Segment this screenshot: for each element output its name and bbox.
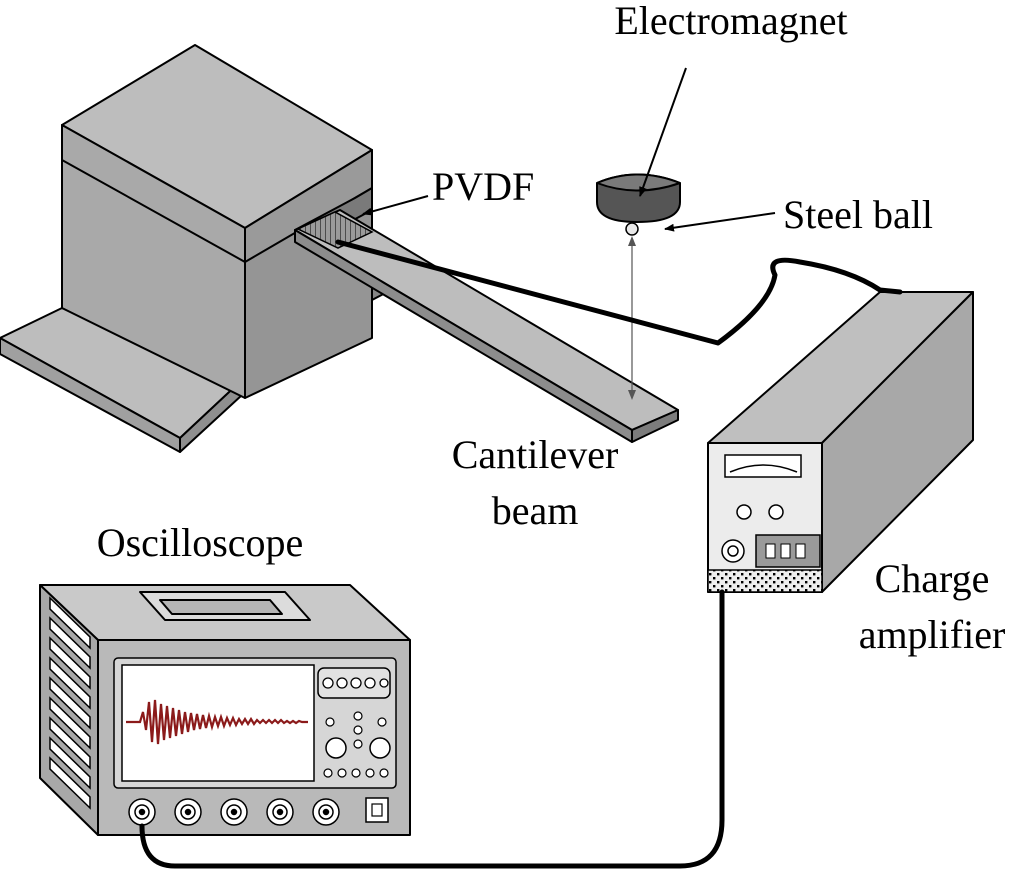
cantilever-beam (294, 209, 679, 443)
amp-switch-3 (795, 543, 806, 559)
scope-button-small (353, 739, 363, 749)
drop-arrow-head-top (628, 236, 636, 246)
label-charge-line1: Charge (875, 556, 990, 601)
amp-display-arc (729, 464, 798, 473)
pvdf-leader (362, 195, 429, 216)
scope-connectors (128, 798, 340, 826)
label-electromagnet: Electromagnet (614, 0, 847, 43)
scope-button-small (337, 768, 347, 778)
label-cantilever-line2: beam (492, 488, 579, 533)
amp-switch-1 (765, 543, 776, 559)
charge-amplifier-icon (707, 291, 974, 593)
scope-button-small (353, 725, 363, 735)
steel-ball-leader (664, 212, 776, 232)
cable-pvdf-to-amplifier (335, 239, 903, 346)
amp-knob-left (736, 504, 752, 520)
pvdf-film (296, 211, 374, 249)
scope-button-small (377, 717, 387, 727)
scope-button-small (323, 768, 333, 778)
scope-button-small (353, 711, 363, 721)
amp-knob-right (768, 504, 784, 520)
amp-switch-2 (780, 543, 791, 559)
scope-button (322, 677, 334, 689)
label-pvdf: PVDF (432, 164, 534, 209)
amp-base (707, 569, 823, 593)
scope-button (364, 677, 376, 689)
electromagnet-icon (596, 173, 681, 223)
label-steel-ball: Steel ball (783, 192, 933, 237)
cable-amplifier-to-scope (139, 589, 725, 869)
scope-handle-slot (159, 599, 283, 615)
scope-button-small (325, 717, 335, 727)
label-oscilloscope: Oscilloscope (97, 520, 304, 565)
label-cantilever-line1: Cantilever (452, 432, 619, 477)
oscilloscope-icon (39, 584, 411, 836)
scope-knob (325, 737, 347, 759)
amp-input-connector-inner (727, 545, 739, 557)
scope-power-switch-inner (371, 803, 383, 817)
scope-button (379, 678, 389, 688)
scope-vents (49, 596, 91, 810)
scope-button (350, 677, 362, 689)
electromagnet-top (596, 173, 681, 192)
waveform-trace (126, 699, 308, 745)
scope-knob (369, 737, 391, 759)
amp-display (724, 454, 802, 478)
label-charge-line2: amplifier (859, 612, 1006, 657)
electromagnet-leader (639, 67, 687, 197)
scope-button-small (351, 768, 361, 778)
beam-end (631, 409, 679, 443)
drop-arrow-head-bottom (628, 390, 636, 400)
steel-ball-icon (625, 222, 639, 236)
scope-button-small (365, 768, 375, 778)
scope-button-small (379, 768, 389, 778)
scope-button (336, 677, 348, 689)
